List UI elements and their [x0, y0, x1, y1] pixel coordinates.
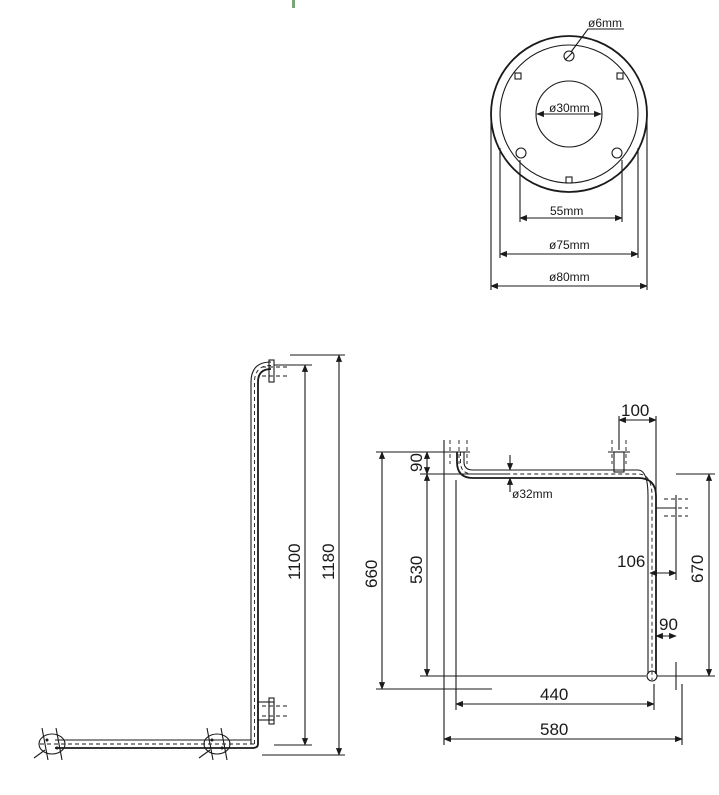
foot-axis [220, 727, 228, 761]
dimension-32-label: ø32mm [512, 487, 553, 501]
dimension-55-label: 55mm [550, 204, 583, 218]
dimension-106-label: 106 [617, 552, 645, 571]
hole-label: ø6mm [588, 16, 622, 30]
mid-flange [268, 697, 275, 725]
screw-hole-right [611, 147, 623, 159]
tab-left [514, 72, 522, 80]
foot-dot [55, 746, 59, 750]
foot-flange-left [38, 733, 66, 755]
dimension-440-label: 440 [540, 685, 568, 704]
side-view: 1100 1180 [33, 354, 345, 761]
mid-bracket [257, 701, 275, 721]
dimension-670-label: 670 [688, 555, 707, 583]
hole-leader [570, 28, 624, 53]
flange-view: ø6mm ø30mm 55mm ø75mm ø80mm [490, 16, 648, 290]
top-bracket [268, 359, 275, 383]
screw-slash [564, 51, 574, 61]
flange-outer-circle [490, 35, 648, 193]
foot-axis [33, 749, 46, 759]
tab-bottom [565, 176, 573, 184]
top-view: 100 90 ø32mm 660 530 106 670 90 [362, 401, 715, 745]
foot-axis [55, 727, 63, 761]
center-hole [535, 80, 603, 148]
foot-axis [41, 727, 49, 761]
mid-post [613, 451, 625, 473]
dimension-1180-label: 1180 [319, 543, 338, 580]
dimension-75-label: ø75mm [549, 238, 590, 252]
foot-axis [198, 749, 211, 759]
dimension-660-label: 660 [362, 560, 381, 588]
foot-axis [206, 727, 214, 761]
top-artifact [292, 0, 295, 8]
screw-hole-top [563, 50, 575, 62]
inner-label: ø30mm [549, 101, 590, 115]
bottom-tube-outer [55, 743, 259, 749]
dimension-80-label: ø80mm [549, 270, 590, 284]
tube-center [254, 365, 272, 744]
foot-flange-right [203, 733, 231, 755]
dimension-530-label: 530 [407, 556, 426, 584]
rail-center [460, 452, 653, 680]
dimension-1100-label: 1100 [285, 543, 304, 580]
foot-dot [210, 738, 214, 742]
foot-dot [220, 746, 224, 750]
dimension-100-label: 100 [621, 401, 649, 420]
dimension-90-right-label: 90 [659, 615, 678, 634]
tab-right [616, 72, 624, 80]
rail-outer [456, 452, 657, 674]
dimension-580-label: 580 [540, 720, 568, 739]
foot-dot [45, 738, 49, 742]
rail-inner [463, 452, 649, 674]
tube-inner [250, 361, 272, 744]
dimension-90-top-label: 90 [407, 453, 426, 472]
screw-hole-left [515, 147, 527, 159]
tube-outer [257, 368, 272, 744]
